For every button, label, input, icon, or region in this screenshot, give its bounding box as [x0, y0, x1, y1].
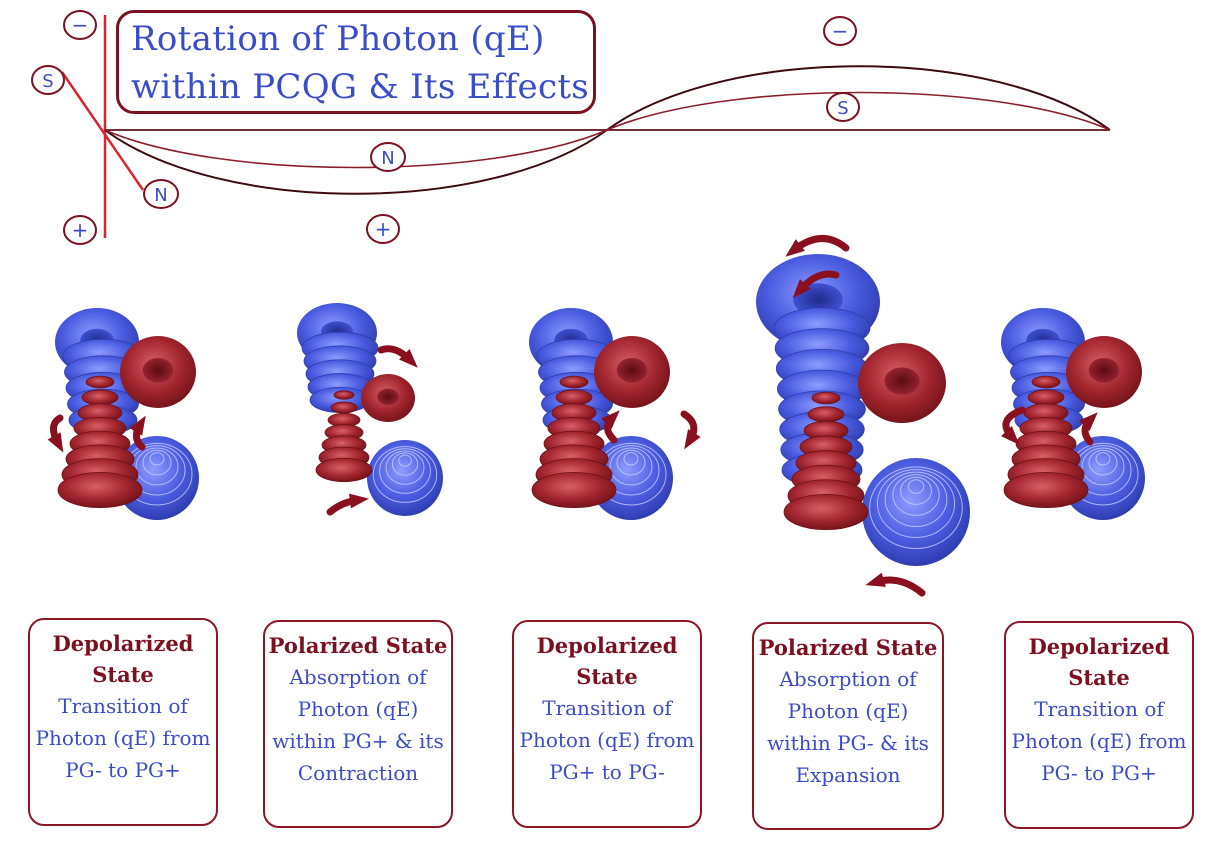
plus-marker-left: + — [63, 215, 97, 245]
north-marker-trough: N — [370, 142, 406, 172]
state-card-1: Depolarized State Transition of Photon (… — [28, 618, 218, 826]
state-description: Absorption of Photon (qE) within PG- & i… — [767, 667, 929, 787]
title-line-1: Rotation of Photon (qE) — [131, 19, 545, 59]
state-title: Polarized State — [268, 633, 448, 658]
state-description: Transition of Photon (qE) from PG+ to PG… — [519, 696, 695, 784]
photon-figures — [47, 235, 1145, 597]
plus-marker-trough: + — [366, 214, 400, 244]
photon-figure-1 — [47, 308, 199, 520]
north-marker-left: N — [143, 179, 179, 209]
state-title: Polarized State — [758, 635, 938, 660]
title-line-2: within PCQG & Its Effects — [131, 67, 590, 107]
svg-text:S: S — [837, 98, 848, 119]
state-card-5: Depolarized State Transition of Photon (… — [1004, 621, 1194, 829]
state-title: Depolarized State — [52, 631, 194, 687]
svg-text:N: N — [381, 148, 394, 169]
svg-text:+: + — [375, 217, 392, 241]
state-description: Transition of Photon (qE) from PG- to PG… — [1011, 697, 1187, 785]
wave-diagram: − S N + N + − S — [31, 10, 1111, 245]
photon-figure-5 — [1001, 308, 1145, 520]
state-description: Transition of Photon (qE) from PG- to PG… — [35, 694, 211, 782]
svg-text:+: + — [72, 218, 89, 242]
magnetic-wave — [104, 91, 1111, 169]
minus-marker-crest: − — [823, 16, 857, 46]
state-description: Absorption of Photon (qE) within PG+ & i… — [272, 665, 444, 785]
south-marker-crest: S — [826, 92, 860, 122]
sn-axis — [60, 71, 145, 191]
state-card-3: Depolarized State Transition of Photon (… — [512, 620, 702, 828]
svg-text:N: N — [154, 185, 167, 206]
state-card-2: Polarized State Absorption of Photon (qE… — [263, 620, 453, 828]
photon-figure-3 — [529, 308, 701, 520]
svg-text:−: − — [832, 19, 849, 43]
state-title: Depolarized State — [1028, 634, 1170, 690]
photon-figure-2 — [297, 303, 443, 516]
title-box: Rotation of Photon (qE) within PCQG & It… — [116, 10, 596, 114]
south-marker-left: S — [31, 65, 65, 95]
state-title: Depolarized State — [536, 633, 678, 689]
photon-figure-4 — [756, 235, 970, 597]
svg-text:S: S — [42, 71, 53, 92]
state-card-4: Polarized State Absorption of Photon (qE… — [752, 622, 944, 830]
minus-marker-left: − — [63, 10, 97, 40]
svg-text:−: − — [72, 13, 89, 37]
